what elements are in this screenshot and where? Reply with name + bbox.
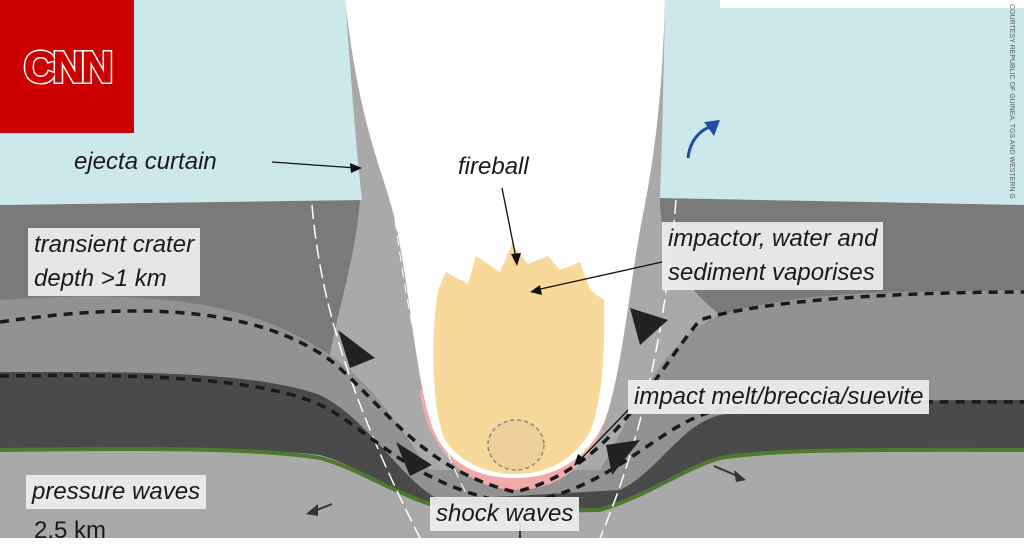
surface-gap — [720, 0, 1024, 8]
label-impactor-line2: sediment vaporises — [668, 259, 875, 286]
label-pressure-waves: pressure waves — [26, 475, 207, 509]
water-right — [660, 0, 1024, 205]
impactor-remnant — [487, 419, 545, 471]
label-impactor-vaporises: impactor, water and sediment vaporises — [662, 222, 884, 290]
pointer-fireball — [501, 187, 521, 266]
cnn-logo-mark: CNN CNN — [22, 41, 116, 94]
label-shock-waves: shock waves — [430, 497, 580, 531]
label-transient-crater: transient crater depth >1 km — [28, 228, 201, 296]
image-credit: COURTESY REPUBLIC OF GUINEA, TGS AND WES… — [1008, 4, 1015, 199]
label-transient-crater-line2: depth >1 km — [34, 265, 167, 292]
flow-arrow-right-lower — [606, 440, 640, 475]
shock-curve-left — [311, 204, 421, 538]
water-left — [0, 0, 362, 205]
outward-arrow-left — [306, 503, 333, 516]
label-partial-depth: 2.5 km — [34, 517, 107, 544]
dark-rock-layer — [0, 371, 1024, 512]
svg-text:CNN: CNN — [24, 43, 111, 92]
pointer-impactor — [530, 261, 663, 295]
flow-arrow-left-lower — [396, 442, 432, 476]
flow-arrow-right-upper — [630, 308, 668, 345]
cnn-logo: CNN CNN — [0, 0, 134, 133]
flow-arrow-left-upper — [338, 330, 375, 368]
outward-arrow-right — [713, 465, 746, 482]
middle-rock-layer — [0, 290, 1024, 500]
label-fireball: fireball — [458, 153, 529, 180]
label-transient-crater-line1: transient crater — [34, 231, 195, 258]
label-impactor-line1: impactor, water and — [668, 225, 878, 252]
shock-curve-inner-left — [394, 219, 471, 501]
pointer-ejecta — [271, 161, 362, 173]
svg-text:CNN: CNN — [24, 43, 111, 92]
label-impact-melt: impact melt/breccia/suevite — [628, 380, 930, 414]
vapor-plume — [433, 244, 605, 474]
label-ejecta-curtain: ejecta curtain — [74, 148, 217, 175]
dashed-boundary-upper — [0, 290, 1024, 494]
pointer-melt — [574, 405, 633, 466]
water-flow-arrow — [686, 120, 720, 159]
